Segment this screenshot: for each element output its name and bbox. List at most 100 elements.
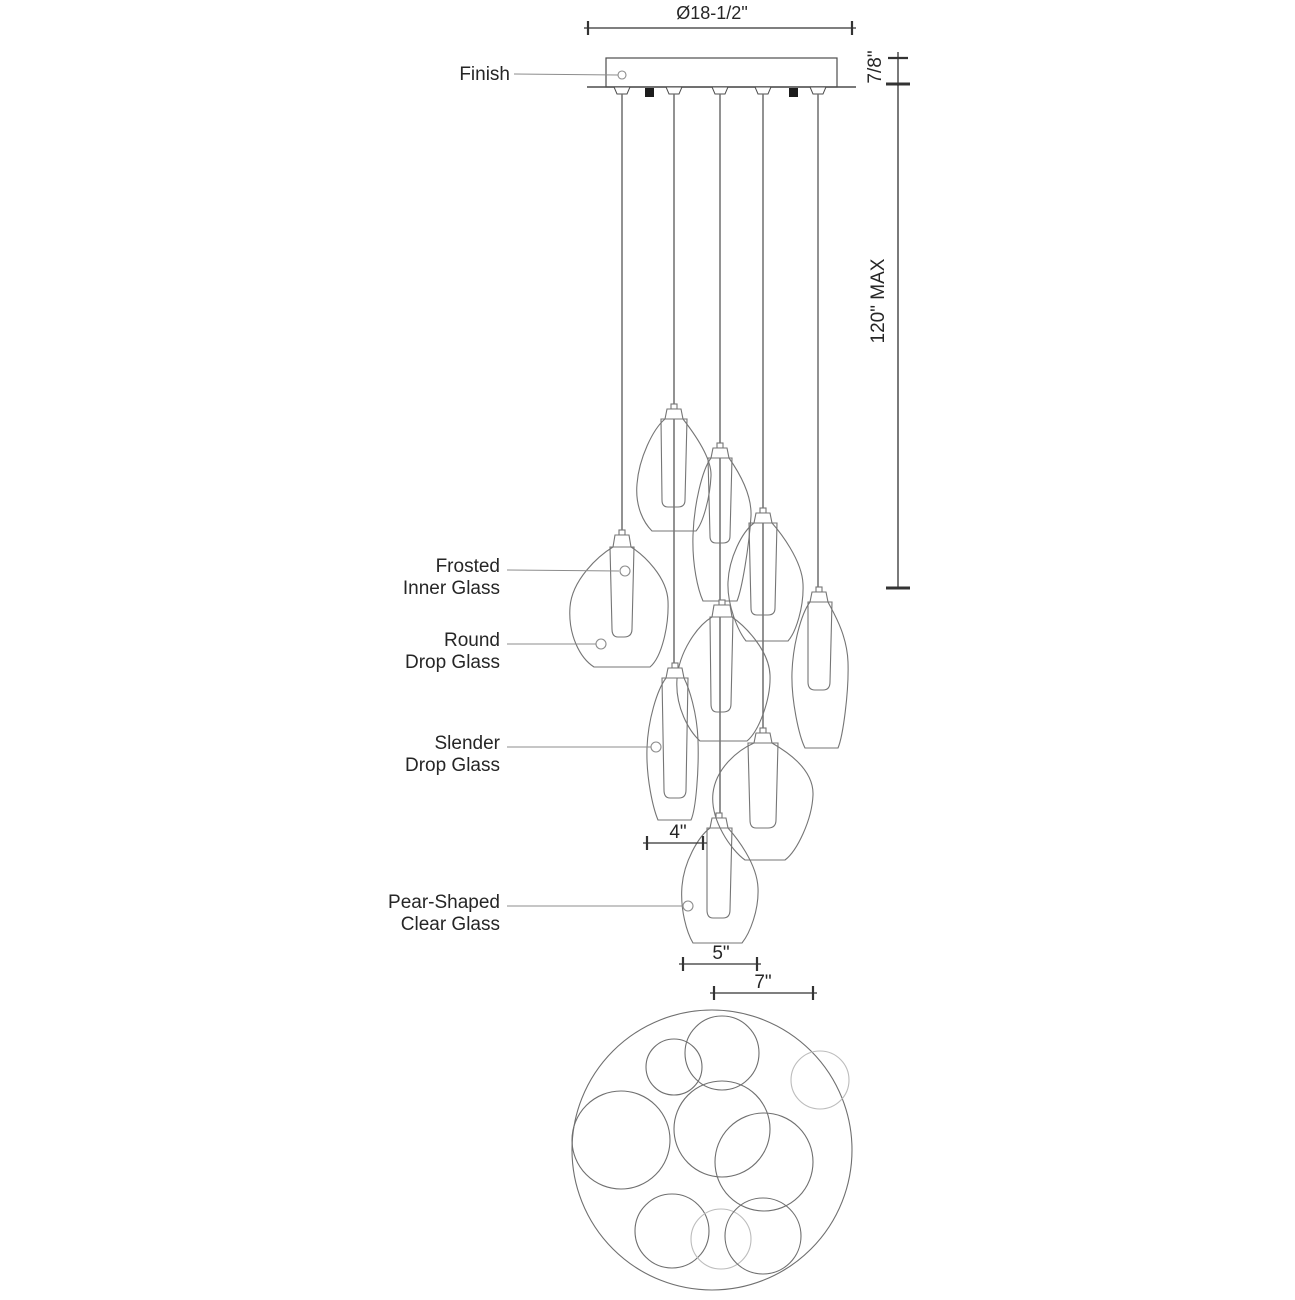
callout-slender-drop-glass: Slender Drop Glass bbox=[405, 733, 662, 776]
pendant-slender-top bbox=[692, 442, 752, 602]
outer-glass bbox=[569, 546, 669, 668]
callout-frosted-inner-glass: Frosted Inner Glass bbox=[403, 556, 631, 599]
pendant-pear-mid bbox=[727, 507, 804, 642]
inner-frosted-glass bbox=[660, 418, 688, 508]
slender-width-value: 4" bbox=[669, 822, 686, 843]
plan-glass-circle bbox=[634, 1193, 710, 1269]
pear-width-value: 5" bbox=[712, 943, 729, 964]
canopy-diameter-value: Ø18-1/2" bbox=[676, 3, 747, 23]
plan-glass-circle bbox=[645, 1038, 703, 1096]
pendant-pear-top bbox=[636, 403, 712, 532]
round-width-value: 7" bbox=[754, 972, 771, 993]
leader-line bbox=[513, 73, 619, 76]
glass-cap bbox=[664, 408, 684, 420]
cord-nub bbox=[759, 727, 767, 734]
canopy-height-value: 7/8" bbox=[865, 50, 886, 83]
slender-drop-glass-label-line1: Slender bbox=[435, 733, 501, 754]
glass-cap bbox=[711, 604, 733, 618]
canopy-plate bbox=[605, 57, 838, 88]
dim-slender-glass-width: 4" bbox=[643, 822, 707, 850]
cord-nub bbox=[618, 529, 626, 536]
glass-cap bbox=[809, 591, 829, 603]
inner-frosted-glass bbox=[709, 616, 734, 713]
cord-nub bbox=[715, 812, 723, 819]
outer-glass bbox=[681, 827, 759, 944]
pendant-pear-bottom bbox=[681, 812, 759, 944]
outer-glass bbox=[636, 418, 712, 532]
pear-clear-glass-label-line1: Pear-Shaped bbox=[388, 892, 500, 913]
dim-pear-glass-width: 5" bbox=[679, 943, 761, 971]
leader-line bbox=[506, 569, 620, 572]
cord-grip bbox=[613, 86, 631, 95]
cord-grip bbox=[665, 86, 683, 95]
pendant-round-left bbox=[569, 529, 669, 668]
plan-glass-circle bbox=[571, 1090, 671, 1190]
cord-grip bbox=[754, 86, 772, 95]
mounting-screw bbox=[645, 88, 654, 97]
cord-nub bbox=[815, 586, 823, 593]
glass-cap bbox=[710, 447, 730, 459]
plan-view bbox=[571, 1009, 853, 1291]
pear-clear-glass-label-line2: Clear Glass bbox=[401, 914, 500, 935]
glass-cap bbox=[612, 534, 632, 548]
mounting-screw bbox=[789, 88, 798, 97]
dim-canopy-diameter: Ø18-1/2" bbox=[584, 3, 856, 35]
cord-nub bbox=[670, 403, 678, 410]
canopy bbox=[587, 57, 856, 97]
cord-grip bbox=[711, 86, 729, 95]
finish-label: Finish bbox=[459, 64, 510, 85]
cord-nub bbox=[718, 599, 726, 606]
round-drop-glass-label-line2: Drop Glass bbox=[405, 652, 500, 673]
outer-glass bbox=[692, 457, 752, 602]
plan-glass-circle bbox=[724, 1197, 802, 1275]
max-suspension-value: 120" MAX bbox=[868, 258, 889, 343]
pendant-slender-left bbox=[646, 662, 699, 821]
callout-pear-clear-glass: Pear-Shaped Clear Glass bbox=[388, 892, 694, 935]
inner-frosted-glass bbox=[706, 827, 733, 919]
plan-canopy-circle bbox=[571, 1009, 853, 1291]
suspension-cords bbox=[621, 94, 819, 813]
outer-glass bbox=[727, 522, 804, 642]
plan-glass-circle bbox=[714, 1112, 814, 1212]
inner-frosted-glass bbox=[747, 742, 779, 829]
slender-drop-glass-label-line2: Drop Glass bbox=[405, 755, 500, 776]
plan-glass-circle bbox=[790, 1050, 850, 1110]
glass-cap bbox=[753, 512, 773, 524]
plan-glass-circle bbox=[673, 1080, 771, 1178]
frosted-inner-glass-label-line1: Frosted bbox=[436, 556, 500, 577]
cord-grip bbox=[809, 86, 827, 95]
inner-frosted-glass bbox=[748, 522, 778, 616]
outer-glass bbox=[676, 616, 771, 742]
leader-target bbox=[650, 741, 662, 753]
outer-glass bbox=[791, 601, 849, 749]
dim-canopy-height: 7/8" bbox=[865, 50, 910, 86]
inner-frosted-glass bbox=[807, 601, 833, 691]
dim-max-suspension: 120" MAX bbox=[868, 84, 910, 590]
callout-round-drop-glass: Round Drop Glass bbox=[405, 630, 607, 673]
round-drop-glass-label-line1: Round bbox=[444, 630, 500, 651]
inner-frosted-glass bbox=[609, 546, 635, 638]
leader-target bbox=[619, 565, 631, 577]
cord-nub bbox=[671, 662, 679, 669]
plan-glass-circle bbox=[690, 1208, 752, 1270]
glass-cap bbox=[753, 732, 773, 744]
cord-nub bbox=[716, 442, 724, 449]
leader-target bbox=[617, 70, 627, 80]
dim-round-glass-width: 7" bbox=[710, 972, 817, 1000]
plan-glass-circle bbox=[684, 1015, 760, 1091]
pendant-round-center bbox=[676, 599, 771, 742]
outer-glass bbox=[712, 742, 814, 861]
outer-glass bbox=[646, 677, 699, 821]
pendant-slender-right bbox=[791, 586, 849, 749]
callout-finish: Finish bbox=[459, 64, 627, 85]
pendants bbox=[569, 403, 849, 944]
cord-nub bbox=[759, 507, 767, 514]
frosted-inner-glass-label-line2: Inner Glass bbox=[403, 578, 500, 599]
leader-target bbox=[682, 900, 694, 912]
leader-target bbox=[595, 638, 607, 650]
pendant-round-right bbox=[712, 727, 814, 861]
inner-frosted-glass bbox=[661, 677, 689, 799]
glass-cap bbox=[665, 667, 685, 679]
